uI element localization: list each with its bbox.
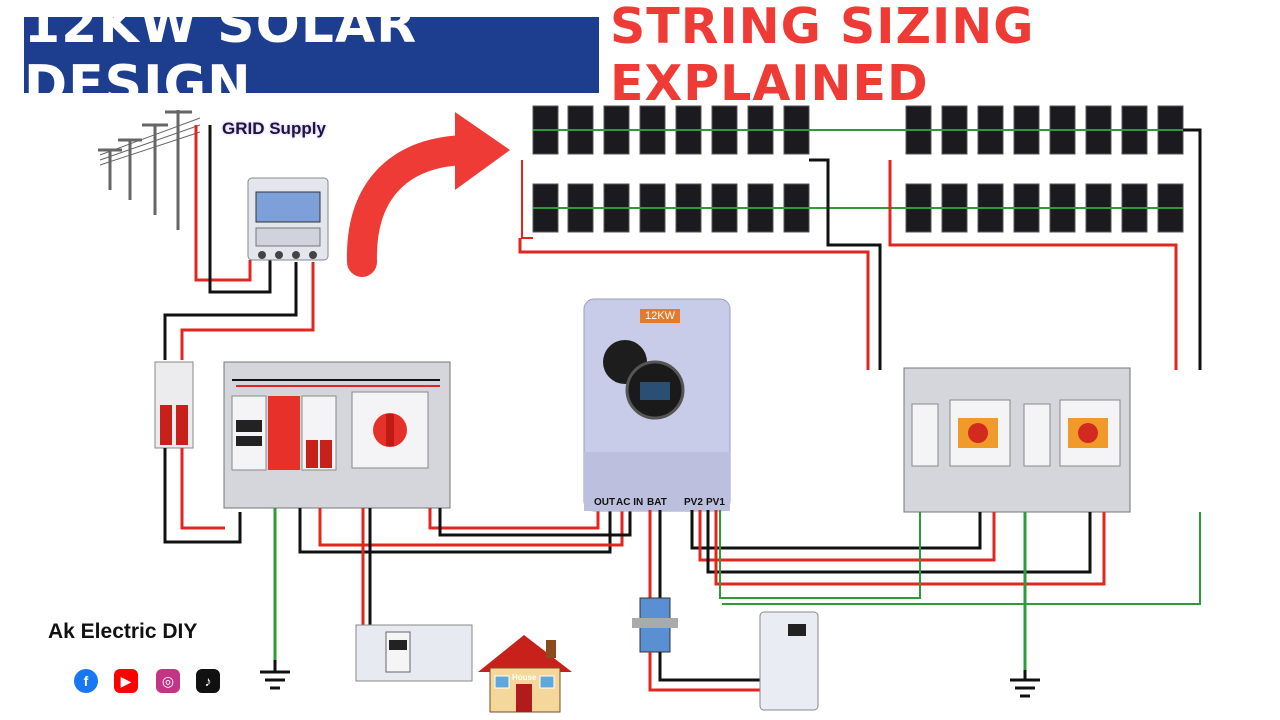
port-pv1-label: PV1 (706, 497, 725, 508)
port-ac-in-label: AC IN (616, 497, 644, 508)
title-banner-left: 12KW SOLAR DESIGN (24, 0, 599, 115)
port-out-label: OUT (594, 497, 616, 508)
tiktok-icon[interactable]: ♪ (196, 669, 220, 693)
battery-breaker (632, 597, 678, 653)
red-arrow-icon (346, 112, 510, 277)
ac-distribution-box (223, 361, 451, 509)
instagram-icon[interactable]: ◎ (156, 669, 180, 693)
inverter-12kw (583, 298, 731, 512)
brand-name: Ak Electric DIY (48, 620, 198, 643)
title-banner-right: STRING SIZING EXPLAINED (610, 0, 1255, 112)
inverter-badge: 12KW (640, 309, 680, 323)
power-pole-icon (98, 110, 201, 230)
energy-meter (247, 177, 329, 261)
title-left-text: 12KW SOLAR DESIGN (24, 0, 418, 115)
main-breaker (154, 361, 194, 449)
house-label: House (512, 673, 537, 682)
youtube-icon[interactable]: ▶ (114, 669, 138, 693)
port-bat-label: BAT (647, 497, 667, 508)
battery-unit (759, 611, 819, 711)
grid-supply-label: GRID Supply (222, 119, 326, 138)
solar-array (532, 105, 1184, 233)
port-pv2-label: PV2 (684, 497, 703, 508)
load-breakers (355, 624, 473, 682)
ground-icon (260, 660, 290, 690)
pv-combiner-box (903, 367, 1131, 513)
house-icon (478, 635, 572, 713)
title-right-text: STRING SIZING EXPLAINED (610, 0, 1035, 112)
facebook-icon[interactable]: f (74, 669, 98, 693)
ground-icon (1010, 670, 1040, 698)
